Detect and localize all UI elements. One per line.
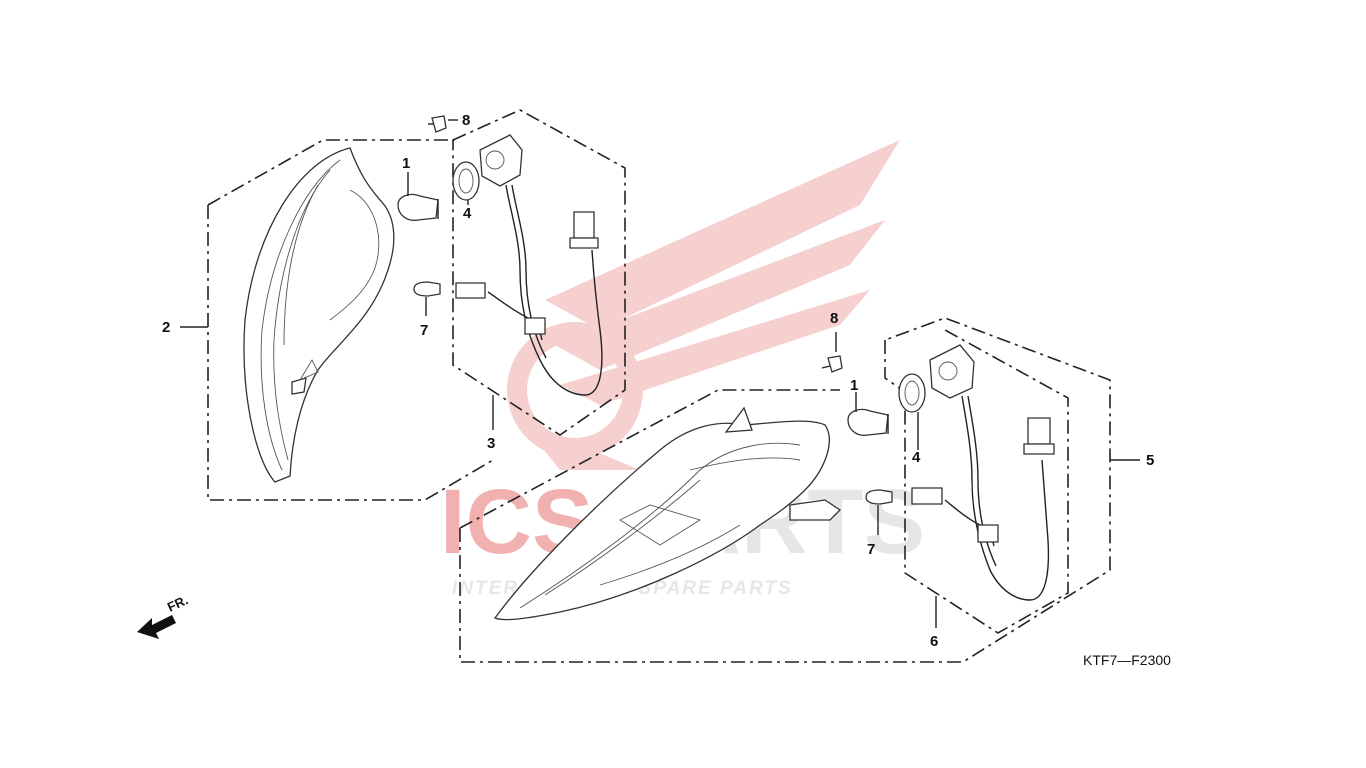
front-direction-arrow: FR. bbox=[137, 592, 190, 639]
front-direction-label: FR. bbox=[165, 592, 190, 614]
watermark-logo bbox=[507, 140, 900, 470]
diagram-code: KTF7—F2300 bbox=[1083, 652, 1171, 668]
bulb-7-right bbox=[865, 489, 893, 505]
screw-8-right bbox=[821, 355, 843, 373]
socket-harness-right bbox=[911, 344, 1055, 601]
bulb-1-right bbox=[847, 408, 889, 436]
callout-5: 5 bbox=[1146, 452, 1154, 469]
group-5-frame bbox=[459, 317, 1111, 663]
callout-1-right: 1 bbox=[850, 377, 858, 394]
callout-4-left: 4 bbox=[463, 205, 472, 222]
bulb-1-left bbox=[397, 193, 439, 221]
socket-harness-left bbox=[455, 134, 603, 396]
callout-4-right: 4 bbox=[912, 449, 921, 466]
callout-1-left: 1 bbox=[402, 155, 410, 172]
lens-housing-right bbox=[493, 406, 842, 621]
group-6-frame bbox=[884, 329, 1069, 634]
callout-3: 3 bbox=[487, 435, 495, 452]
callout-7-right: 7 bbox=[867, 541, 875, 558]
seal-ring-4-right bbox=[898, 373, 926, 413]
lens-housing-left bbox=[243, 147, 395, 483]
bulb-7-left bbox=[413, 281, 441, 297]
callout-8-left: 8 bbox=[462, 112, 470, 129]
callout-2: 2 bbox=[162, 319, 170, 336]
callout-7-left: 7 bbox=[420, 322, 428, 339]
group-3-frame bbox=[452, 109, 626, 436]
seal-ring-4-left bbox=[452, 161, 480, 201]
callout-6: 6 bbox=[930, 633, 938, 650]
callout-8-right: 8 bbox=[830, 310, 838, 327]
group-2-frame bbox=[207, 139, 494, 501]
screw-8-left bbox=[428, 115, 447, 133]
